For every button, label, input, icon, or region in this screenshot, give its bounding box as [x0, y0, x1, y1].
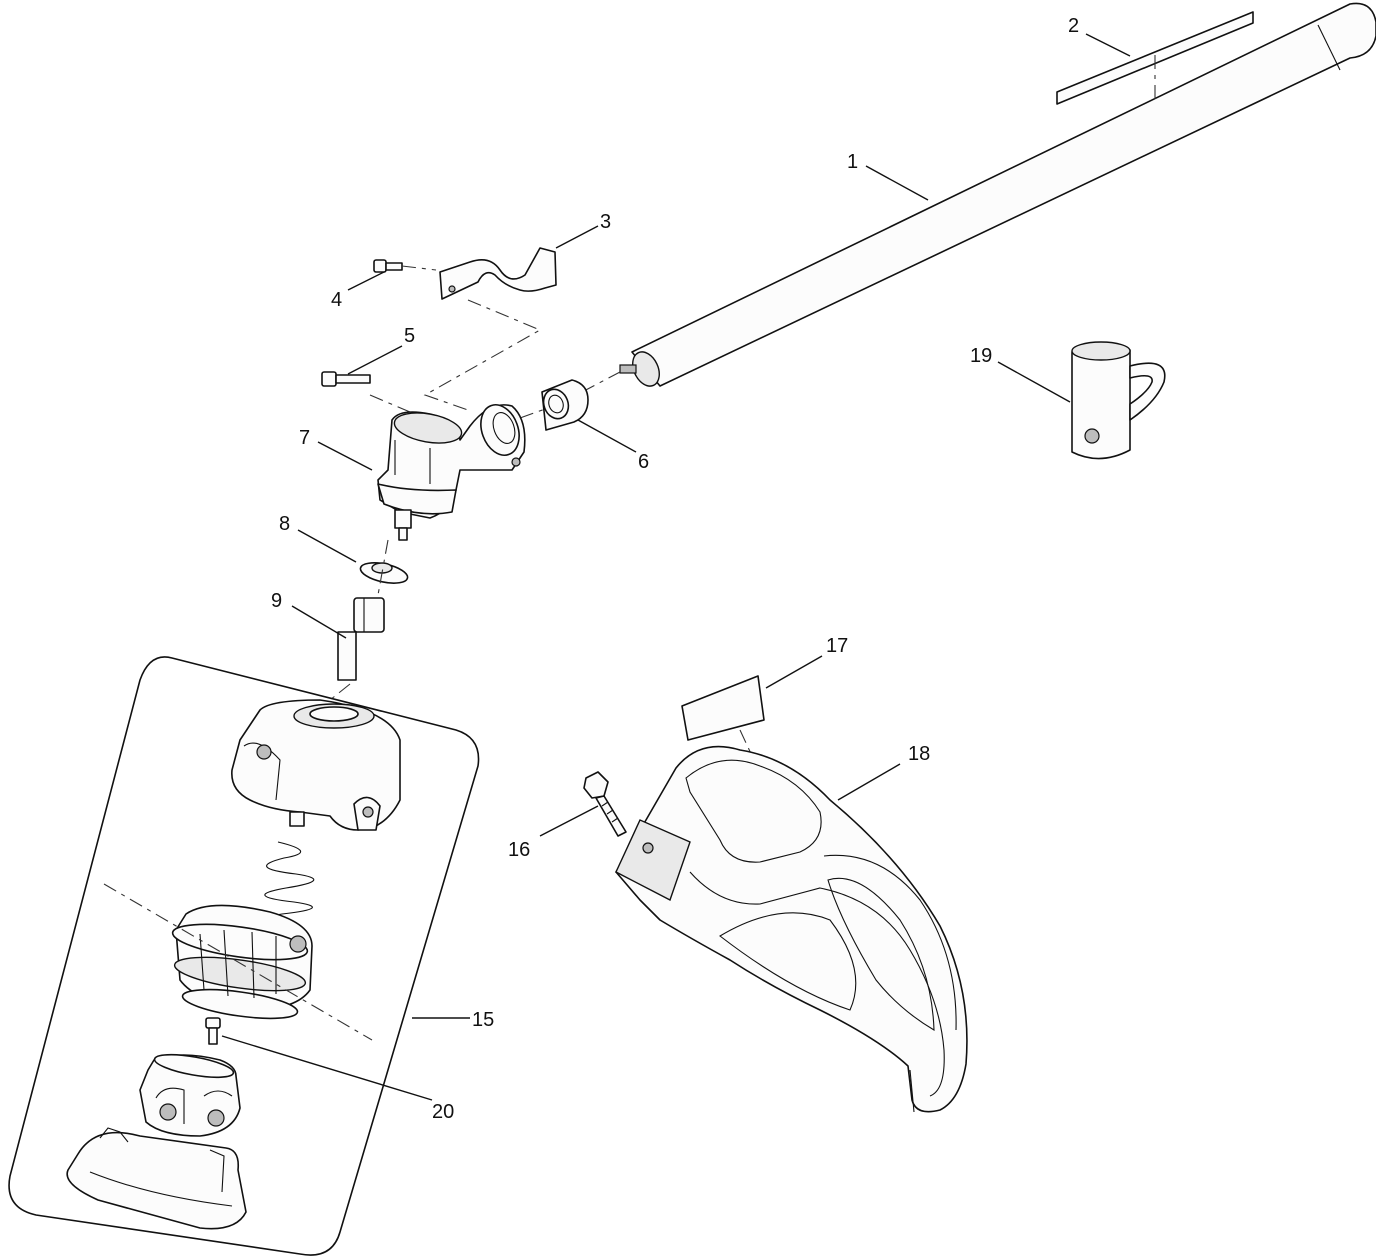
callout-15: 15 [472, 1009, 494, 1031]
callout-8: 8 [279, 513, 290, 535]
callout-9: 9 [271, 590, 282, 612]
callout-20: 20 [432, 1101, 454, 1123]
leader-lines [221, 33, 1131, 1101]
sleeve-tool [1071, 341, 1166, 460]
gearbox-head [377, 404, 526, 541]
short-screw [373, 259, 403, 273]
callout-17: 17 [826, 635, 848, 657]
callout-4: 4 [331, 289, 342, 311]
decal-label [1056, 11, 1254, 105]
callout-16: 16 [508, 839, 530, 861]
callout-7: 7 [299, 427, 310, 449]
shaft-nut [337, 597, 385, 681]
callout-2: 2 [1068, 15, 1079, 37]
callout-18: 18 [908, 743, 930, 765]
spacer-ring [541, 379, 589, 431]
grass-guard [615, 745, 968, 1113]
long-bolt [321, 371, 371, 387]
assembly-lines-upper [369, 265, 621, 419]
callout-19: 19 [970, 345, 992, 367]
shaft-tube [619, 2, 1376, 387]
callout-6: 6 [638, 451, 649, 473]
callout-5: 5 [404, 325, 415, 347]
guard-decal [681, 675, 779, 813]
trimmer-head-assembly [8, 656, 480, 1256]
handle-bracket [439, 247, 557, 300]
callout-labels: 1 2 3 4 5 6 7 8 9 15 16 17 18 19 20 [271, 15, 1079, 1123]
guard-bolt [583, 771, 627, 837]
callout-1: 1 [847, 151, 858, 173]
callout-3: 3 [600, 211, 611, 233]
washer [359, 562, 409, 584]
